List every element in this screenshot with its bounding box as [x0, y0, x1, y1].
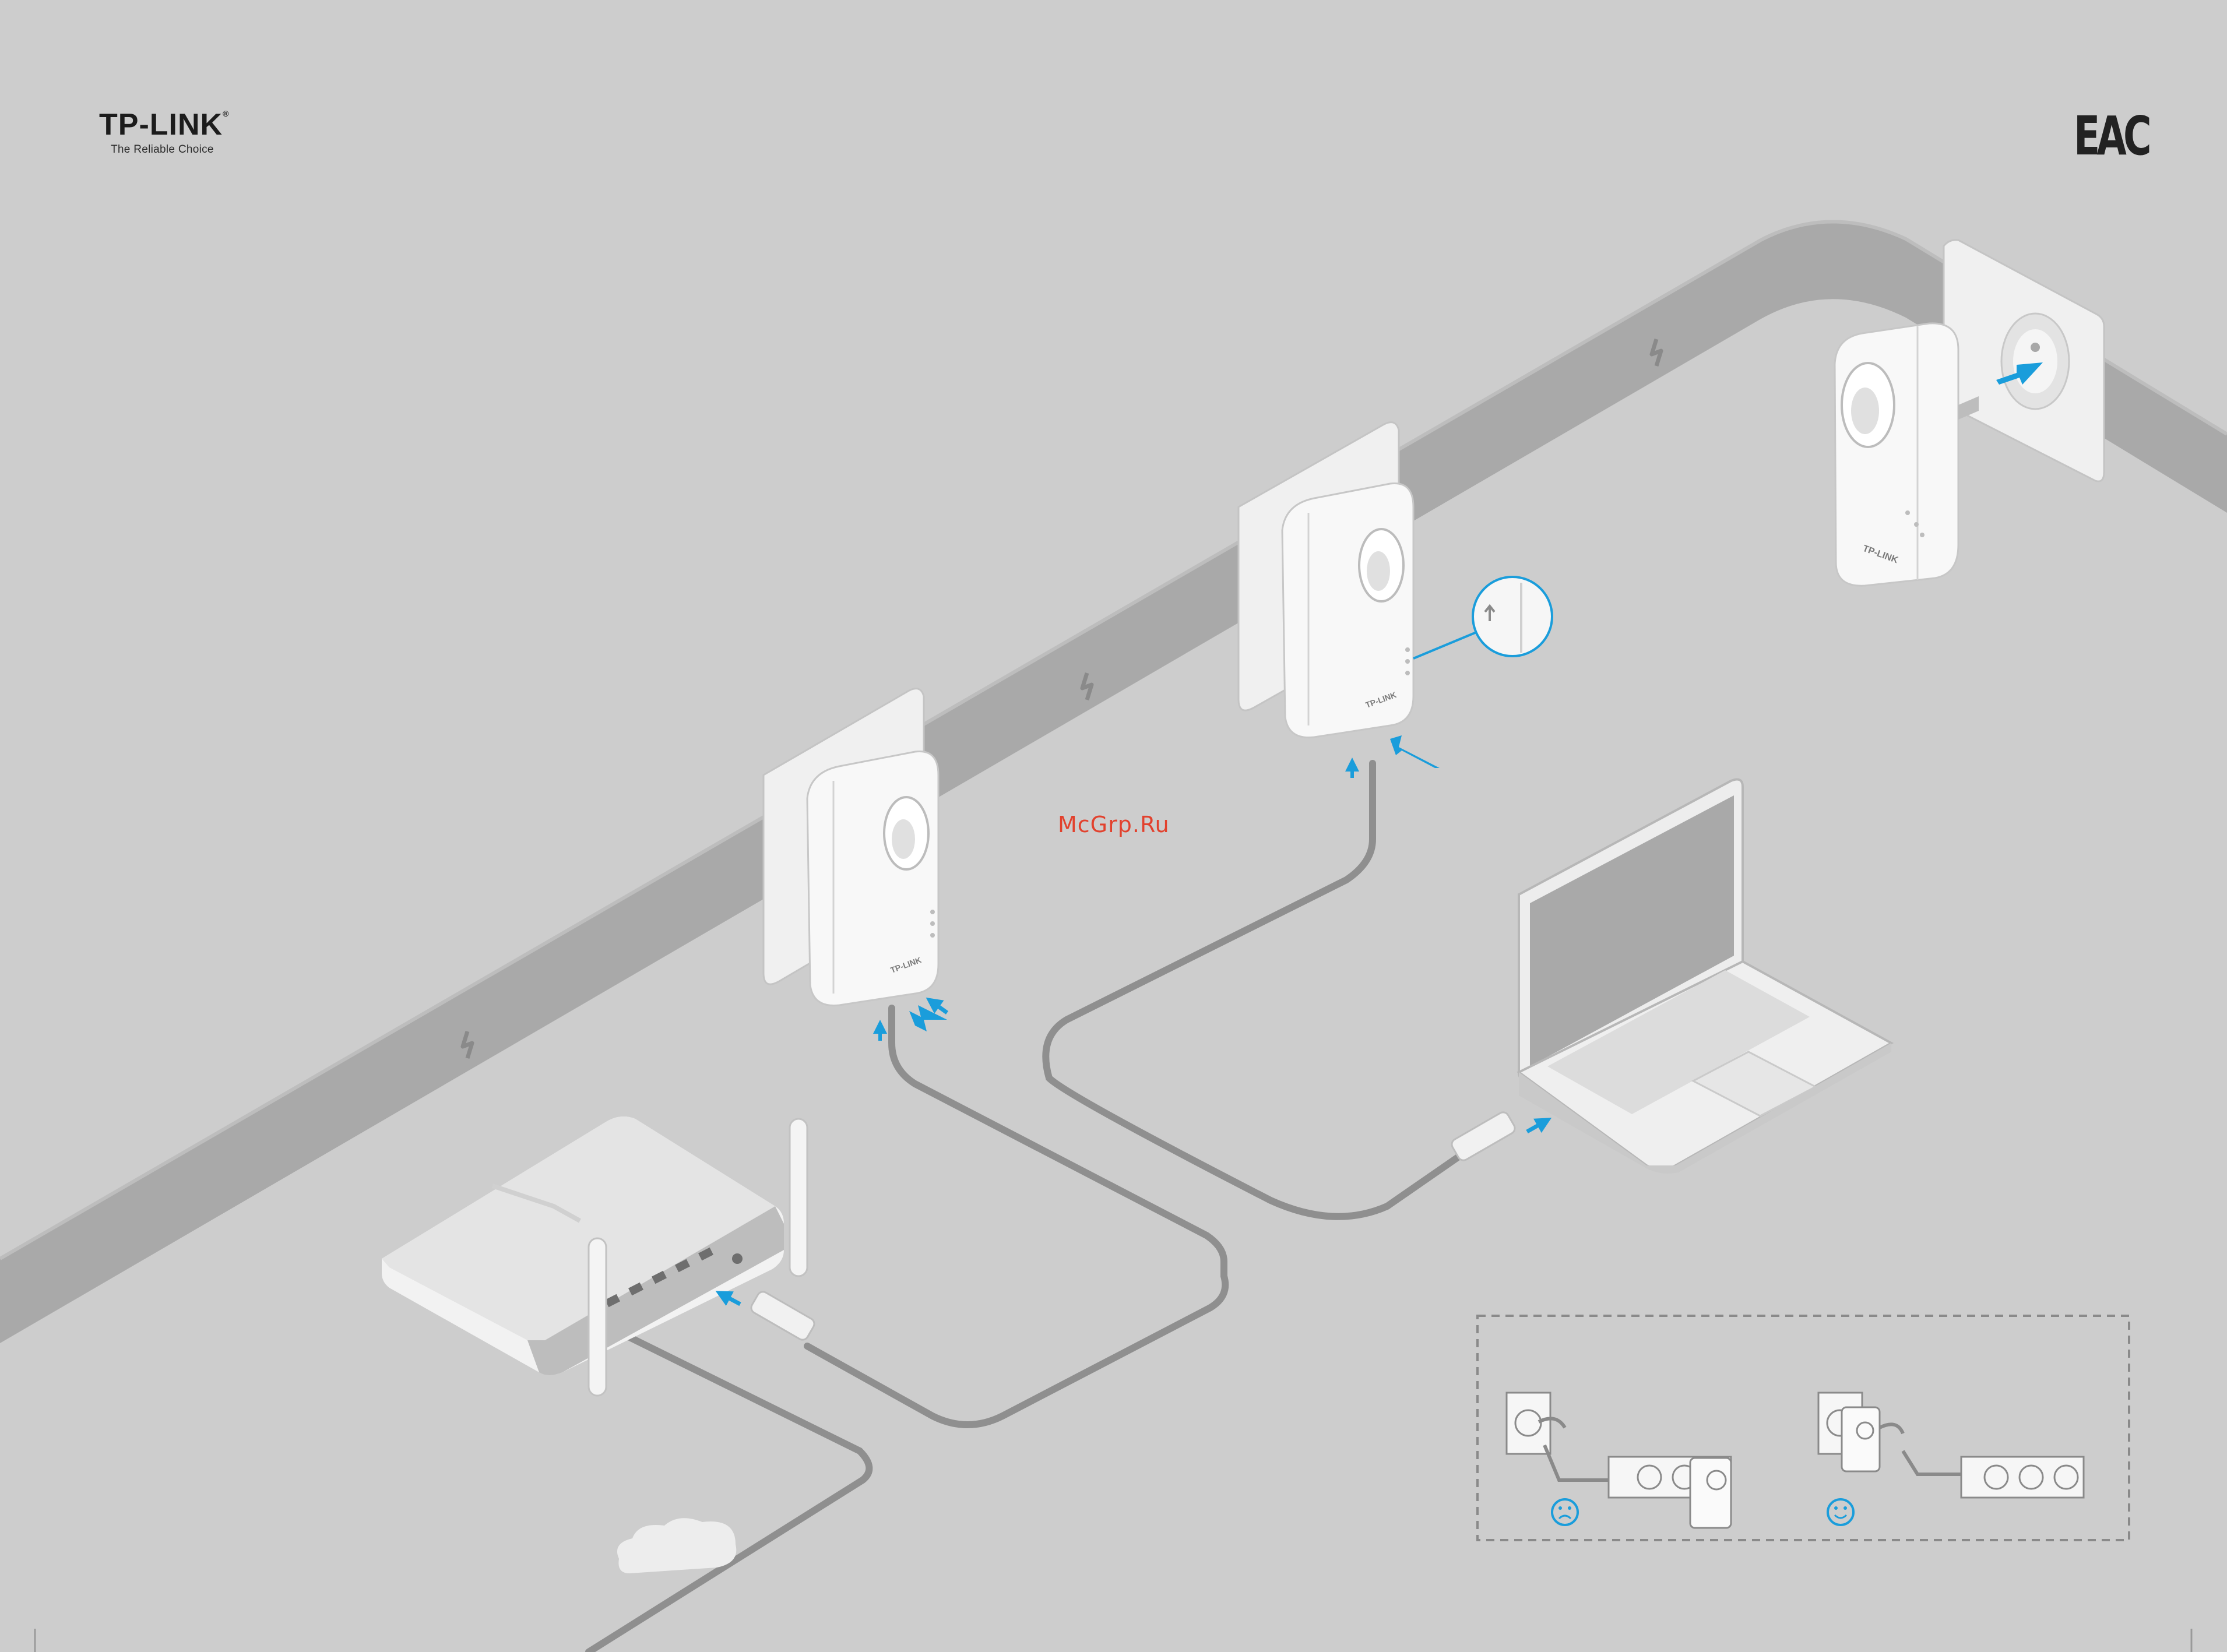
- ethernet-cable-adapter-laptop: [1046, 763, 1463, 1217]
- powerline-adapter-2: TP-LINK: [1239, 422, 1413, 738]
- usage-tips-panel: [1477, 1316, 2129, 1540]
- insert-arrow-icon: [1527, 1122, 1545, 1132]
- rj45-plug-laptop: [1450, 1110, 1517, 1163]
- crop-marks: [35, 1629, 2191, 1652]
- insert-arrow-icon: [1390, 735, 1440, 768]
- wireless-router: [382, 1116, 807, 1396]
- ethernet-cable-router-adapter: [807, 1008, 1225, 1425]
- rj45-plug-router: [749, 1290, 816, 1342]
- pair-button-callout: [1413, 577, 1552, 658]
- tip-correct-wall-outlet: [1818, 1393, 2084, 1498]
- internet-cloud-icon: [617, 1518, 736, 1573]
- insert-arrow-icon: [933, 1002, 947, 1013]
- insert-arrow-icon: [723, 1295, 740, 1304]
- laptop: [1519, 780, 1891, 1174]
- happy-face-icon: [1828, 1499, 1853, 1525]
- powerline-adapter-1: TP-LINK: [764, 689, 938, 1006]
- sad-face-icon: [1552, 1499, 1578, 1525]
- tip-incorrect-power-strip: [1507, 1393, 1731, 1528]
- internet-cable: [589, 1329, 869, 1652]
